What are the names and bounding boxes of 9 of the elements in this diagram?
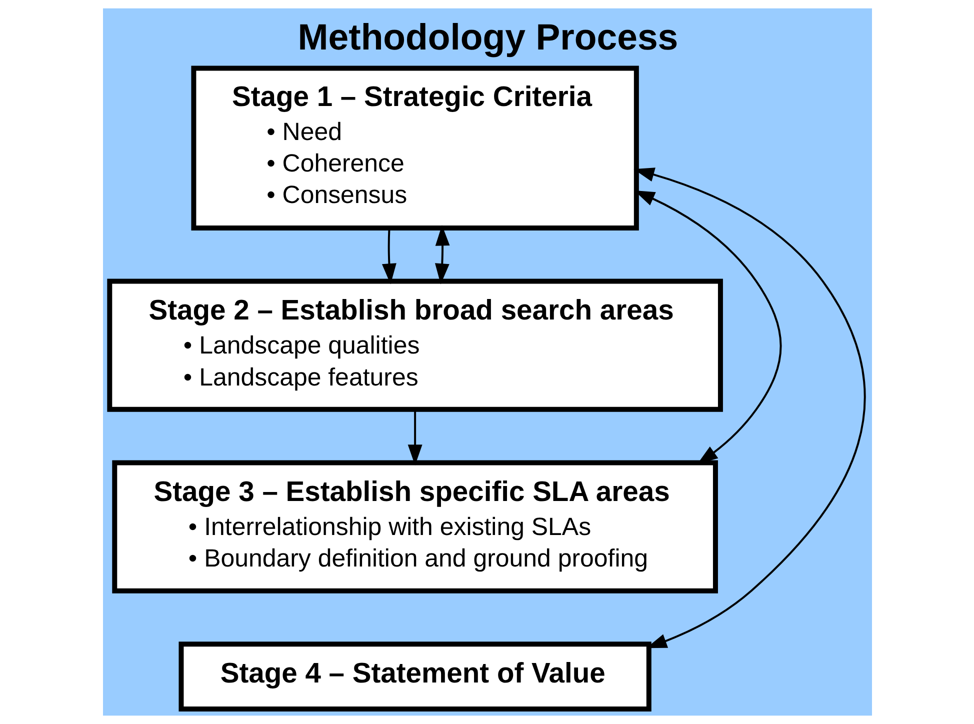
arrow <box>381 228 396 284</box>
node-box: Stage 3 – Establish specific SLA areas • Interrelationship with existing SLAs • Boundary definition and ground proofing <box>112 460 718 594</box>
arrow <box>434 225 450 284</box>
node-box: Stage 1 – Strategic Criteria • Need • Coherence • Consensus <box>190 66 638 231</box>
node-box: Stage 2 – Establish broad search areas • Landscape qualities • Landscape features <box>106 278 722 412</box>
diagram-title: Methodology Process <box>297 16 678 58</box>
arrow <box>407 410 422 466</box>
node-box: Stage 4 – Statement of Value <box>178 642 651 712</box>
arrow <box>633 168 866 648</box>
